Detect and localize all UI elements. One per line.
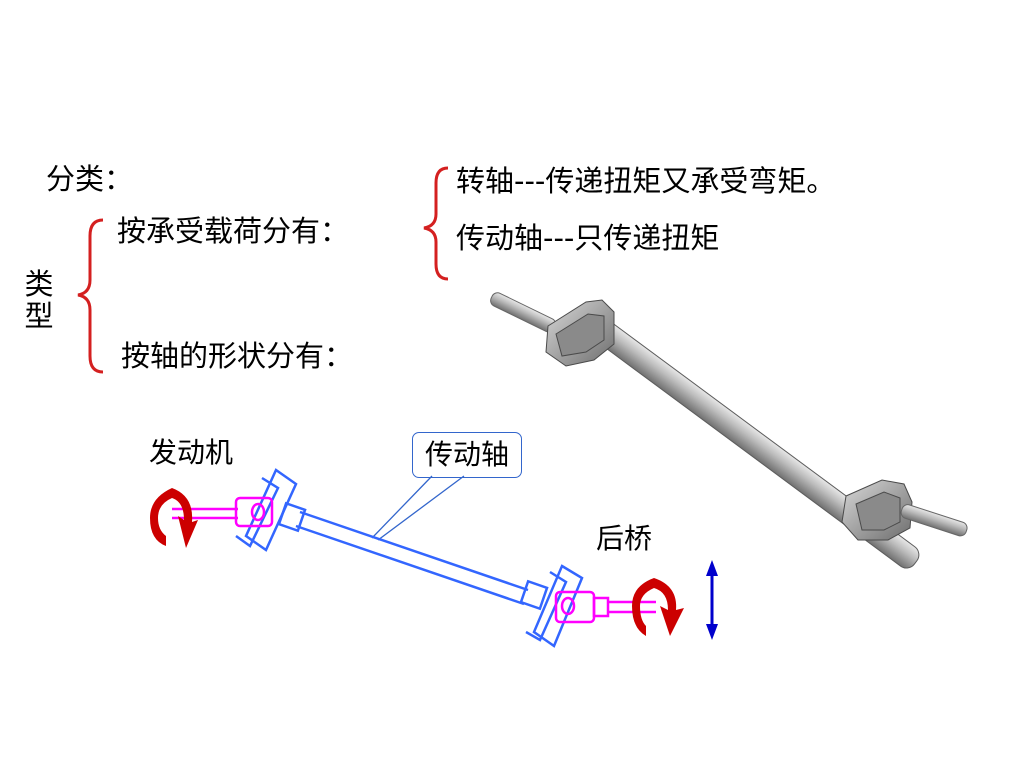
- rear-axle-label: 后桥: [596, 522, 653, 555]
- drive-shaft-callout-label: 传动轴: [412, 432, 522, 478]
- engine-rotation-arrow-icon: [150, 488, 198, 548]
- axle-universal-joint: [554, 590, 656, 624]
- callout-leader-1: [371, 475, 433, 539]
- by-load-label: 按承受载荷分有：: [117, 214, 350, 248]
- by-shape-label: 按轴的形状分有：: [121, 339, 354, 373]
- type-side-label: 类 型: [22, 268, 56, 332]
- type-side-char-1: 类: [24, 267, 54, 301]
- type-side-char-2: 型: [24, 299, 54, 333]
- axle-rotation-arrow-icon: [632, 578, 684, 636]
- classification-heading: 分类：: [46, 162, 134, 196]
- callout-leader-2: [377, 475, 465, 541]
- rotating-shaft-definition: 转轴---传递扭矩又承受弯矩。: [456, 164, 836, 198]
- drive-shaft-schematic: [235, 468, 584, 648]
- double-vertical-arrow-icon: [706, 560, 718, 640]
- drive-shaft-definition: 传动轴---只传递扭矩: [456, 221, 720, 255]
- type-bracket: [77, 218, 104, 374]
- engine-label: 发动机: [149, 436, 234, 469]
- shaft-3d-render-image: [490, 292, 968, 569]
- by-load-bracket: [423, 166, 449, 281]
